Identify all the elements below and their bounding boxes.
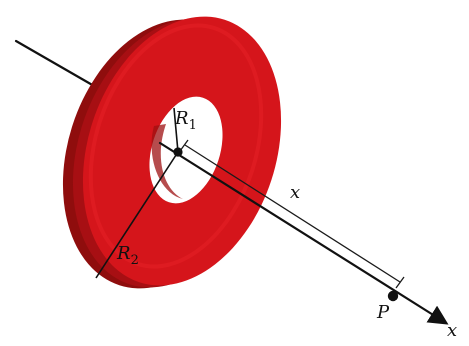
outer-radius-label: R2 (116, 243, 139, 268)
point-label: P (376, 302, 390, 323)
outer-radius-line (95, 151, 179, 279)
distance-label: x (290, 182, 300, 203)
distance-dimension (179, 139, 405, 289)
point-p (387, 290, 399, 302)
inner-radius-label: R1 (174, 108, 197, 133)
inner-hole (149, 96, 223, 204)
axis-label: x (447, 320, 457, 341)
axis-line-front (158, 141, 449, 325)
inner-radius-line (173, 107, 179, 153)
